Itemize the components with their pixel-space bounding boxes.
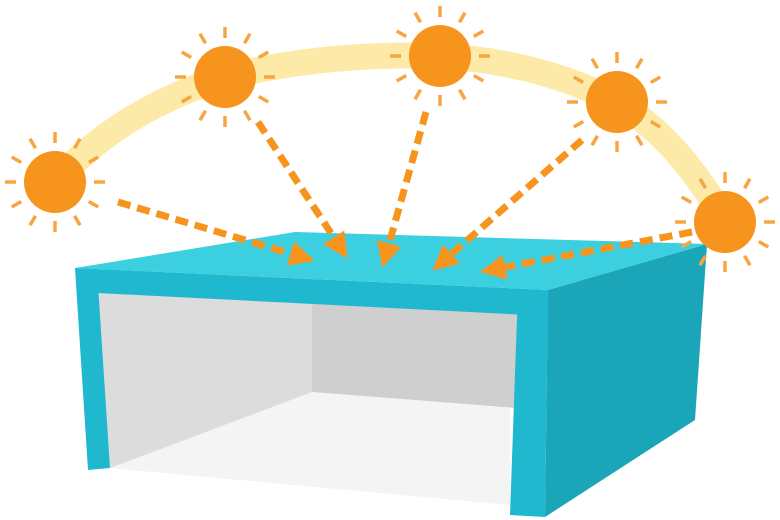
sun-ray — [72, 137, 82, 150]
sunlight-arrows — [116, 111, 693, 280]
left-front-post — [75, 268, 110, 470]
right-front-post — [510, 290, 548, 517]
sunlight-arrow-4 — [432, 137, 585, 271]
sun-ray — [649, 119, 662, 129]
sun-ray — [590, 57, 600, 70]
sun-ray — [634, 57, 644, 70]
sun-ray — [680, 239, 693, 249]
sun-disc — [24, 151, 86, 213]
sun-disc — [694, 191, 756, 253]
roof-front-edge — [75, 268, 548, 316]
sun-ray — [457, 88, 467, 101]
sunlight-arrow-3 — [376, 111, 430, 268]
sun-ray — [10, 155, 23, 165]
sun-ray — [180, 94, 193, 104]
sun-disc — [194, 46, 256, 108]
sun-ray — [395, 29, 408, 39]
sun-ray — [457, 11, 467, 24]
sun-position-3 — [390, 6, 490, 106]
sun-ray — [742, 254, 752, 267]
sun-position-1 — [5, 132, 105, 232]
sun-ray — [413, 88, 423, 101]
right-side-wall — [545, 244, 707, 517]
sun-ray — [180, 50, 193, 60]
sun-ray — [87, 155, 100, 165]
sun-ray — [472, 73, 485, 83]
sun-ray — [757, 239, 770, 249]
sun-disc — [409, 25, 471, 87]
sun-ray — [242, 109, 252, 122]
sun-ray — [572, 75, 585, 85]
sunlight-arrow-1 — [116, 198, 315, 266]
inner-back-wall-left — [97, 293, 312, 468]
sunlight-arrow-2 — [255, 120, 348, 259]
sun-ray — [257, 94, 270, 104]
sun-ray — [757, 195, 770, 205]
sun-ray — [198, 32, 208, 45]
sun-ray — [572, 119, 585, 129]
building-cutaway — [75, 232, 707, 517]
sun-ray — [242, 32, 252, 45]
sunlight-arrow-5 — [480, 228, 693, 280]
sun-disc — [586, 71, 648, 133]
sun-ray — [72, 214, 82, 227]
sun-ray — [87, 199, 100, 209]
sun-ray — [10, 199, 23, 209]
sun-ray — [395, 73, 408, 83]
sun-ray — [698, 177, 708, 190]
sun-ray — [698, 254, 708, 267]
sun-ray — [634, 134, 644, 147]
sun-ray — [680, 195, 693, 205]
floor — [110, 392, 510, 505]
sun-ray — [28, 214, 38, 227]
inner-back-wall-right — [312, 303, 518, 408]
sun-ray — [28, 137, 38, 150]
sun-ray — [742, 177, 752, 190]
sun-ray — [198, 109, 208, 122]
sun-position-5 — [675, 172, 775, 272]
sun-ray — [472, 29, 485, 39]
sun-position-2 — [175, 27, 275, 127]
sun-ray — [257, 50, 270, 60]
sun-ray — [413, 11, 423, 24]
sun-ray — [590, 134, 600, 147]
sun-position-4 — [567, 52, 667, 152]
sun-positions — [5, 6, 775, 272]
sun-ray — [649, 75, 662, 85]
